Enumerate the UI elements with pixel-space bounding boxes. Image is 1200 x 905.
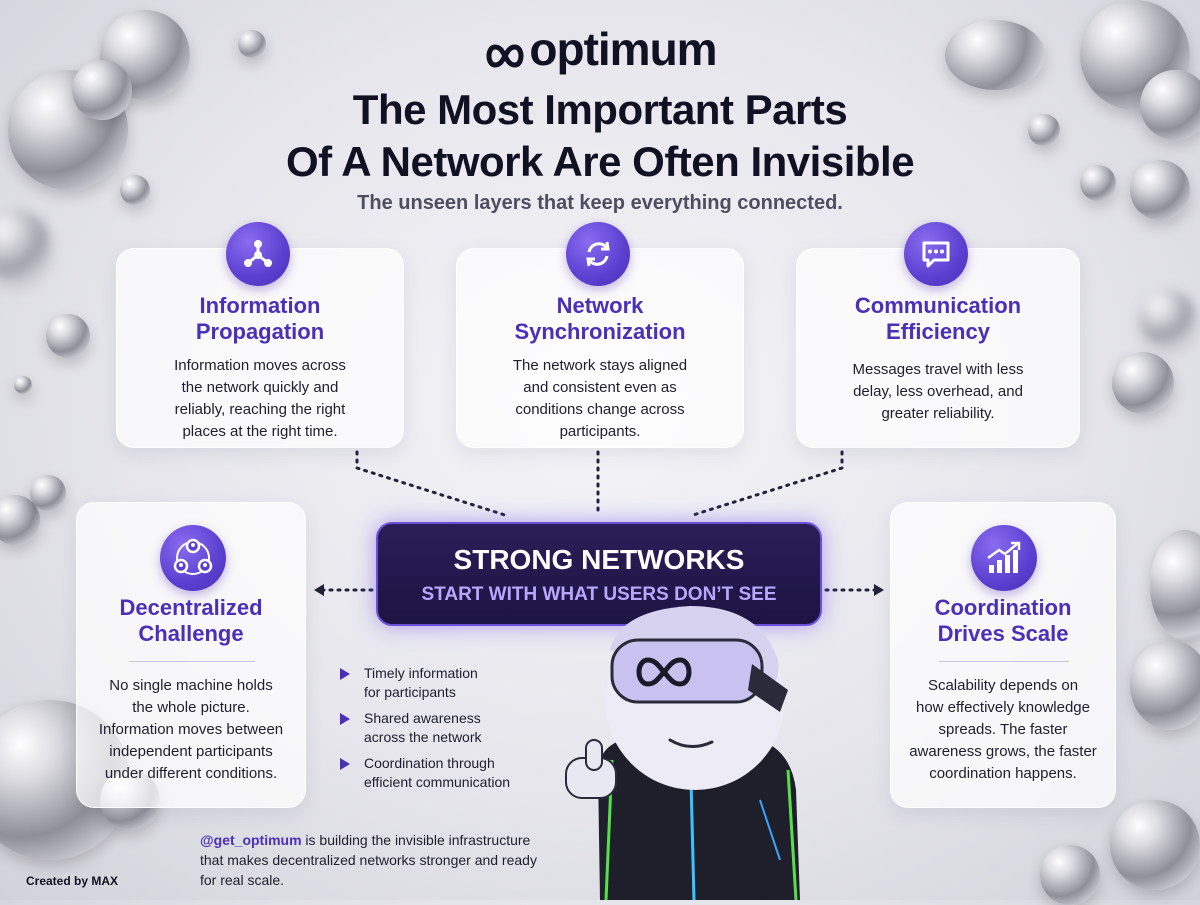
card-title-line: Decentralized <box>119 595 263 620</box>
page-title-line: The Most Important Parts <box>352 86 848 133</box>
card-title-line: Synchronization <box>514 319 686 344</box>
chrome-blob <box>120 175 150 205</box>
list-item-line: Shared awareness <box>364 710 481 726</box>
chrome-blob <box>1080 165 1116 201</box>
list-item: Shared awareness across the network <box>340 709 550 747</box>
sync-arrows-icon <box>566 222 630 286</box>
banner-headline: STRONG NETWORKS <box>453 544 745 575</box>
chrome-blob <box>1028 114 1060 146</box>
bullet-list: Timely information for participants Share… <box>340 664 550 799</box>
card-body-line: Scalability depends on <box>927 677 1079 694</box>
card-title-line: Communication <box>854 293 1022 318</box>
page-subtitle: The unseen layers that keep everything c… <box>357 192 843 214</box>
card-title: Information Propagation <box>117 293 403 345</box>
chrome-blob <box>1112 352 1174 414</box>
card-body: Messages travel with less delay, less ov… <box>797 359 1079 425</box>
chrome-blob <box>72 60 132 120</box>
card-body-line: Information moves across <box>174 357 346 374</box>
card-title-line: Challenge <box>138 621 244 646</box>
card-body-line: independent participants <box>109 743 273 760</box>
chrome-blob <box>238 30 266 58</box>
page-title: The Most Important Parts Of A Network Ar… <box>0 84 1200 188</box>
chrome-blob <box>1140 70 1200 140</box>
share-nodes-icon <box>226 222 290 286</box>
card-body-line: spreads. The faster <box>938 721 1068 738</box>
triangle-bullet-icon <box>340 668 350 680</box>
infinity-logo-icon <box>483 26 527 80</box>
chrome-blob <box>1150 530 1200 640</box>
chrome-blob <box>945 20 1045 90</box>
card-title-line: Propagation <box>195 319 325 344</box>
card-body-line: No single machine holds <box>109 677 273 694</box>
list-item-line: Timely information <box>364 665 478 681</box>
chrome-blob <box>1140 290 1195 345</box>
card-information-propagation: Information Propagation Information move… <box>116 248 404 448</box>
card-title: Communication Efficiency <box>797 293 1079 345</box>
card-body-line: greater reliability. <box>881 405 995 422</box>
card-body-line: conditions change across <box>515 401 685 418</box>
list-item-line: for participants <box>364 684 456 700</box>
card-body-line: the whole picture. <box>132 699 250 716</box>
card-title-line: Drives Scale <box>937 621 1069 646</box>
triangle-bullet-icon <box>340 758 350 770</box>
card-body-line: coordination happens. <box>929 765 1077 782</box>
creator-credit: Created by MAX <box>26 874 119 888</box>
list-item-line: Coordination through <box>364 755 495 771</box>
card-body-line: participants. <box>559 423 641 440</box>
card-body: No single machine holds the whole pictur… <box>77 675 305 785</box>
chrome-blob <box>1130 160 1190 220</box>
divider <box>129 661 255 662</box>
chrome-blob <box>46 314 90 358</box>
card-title: Decentralized Challenge <box>77 595 305 647</box>
card-body-line: awareness grows, the faster <box>909 743 1097 760</box>
card-body-line: Messages travel with less <box>852 361 1024 378</box>
triangle-bullet-icon <box>340 713 350 725</box>
card-body-line: reliably, reaching the right <box>174 401 346 418</box>
chrome-blob <box>14 376 32 394</box>
card-body: Information moves across the network qui… <box>117 355 403 443</box>
list-item: Timely information for participants <box>340 664 550 702</box>
chat-bubble-icon <box>904 222 968 286</box>
twitter-handle-link[interactable]: @get_optimum <box>200 832 302 848</box>
brand-name: optimum <box>529 23 717 75</box>
chrome-blob <box>30 475 66 511</box>
chrome-blob <box>1040 845 1100 905</box>
list-item-line: across the network <box>364 729 482 745</box>
page-title-line: Of A Network Are Often Invisible <box>285 138 915 185</box>
growth-chart-icon <box>971 525 1037 591</box>
card-body-line: delay, less overhead, and <box>853 383 1023 400</box>
footer-text: is building the invisible infrastructure… <box>200 832 537 888</box>
footer-statement: @get_optimum is building the invisible i… <box>200 830 540 890</box>
card-title-line: Coordination <box>934 595 1072 620</box>
center-banner: STRONG NETWORKS START WITH WHAT USERS DO… <box>376 522 822 626</box>
card-decentralized-challenge: Decentralized Challenge No single machin… <box>76 502 306 808</box>
chrome-blob <box>1130 640 1200 730</box>
card-body-line: Information moves between <box>98 721 284 738</box>
card-title-line: Efficiency <box>886 319 990 344</box>
card-body-line: under different conditions. <box>104 765 278 782</box>
card-coordination-drives-scale: Coordination Drives Scale Scalability de… <box>890 502 1116 808</box>
card-body-line: how effectively knowledge <box>916 699 1090 716</box>
card-title: Network Synchronization <box>457 293 743 345</box>
list-item: Coordination through efficient communicat… <box>340 754 550 792</box>
card-body-line: places at the right time. <box>182 423 338 440</box>
card-title: Coordination Drives Scale <box>891 595 1115 647</box>
brand-logo: optimum <box>0 22 1200 80</box>
banner-subheadline: START WITH WHAT USERS DON’T SEE <box>421 584 777 605</box>
card-title-line: Network <box>556 293 644 318</box>
divider <box>939 661 1069 662</box>
card-title-line: Information <box>199 293 321 318</box>
card-body: The network stays aligned and consistent… <box>457 355 743 443</box>
card-body-line: and consistent even as <box>523 379 677 396</box>
card-body-line: The network stays aligned <box>512 357 688 374</box>
chrome-blob <box>1110 800 1200 890</box>
card-body-line: the network quickly and <box>181 379 339 396</box>
people-network-icon <box>160 525 226 591</box>
list-item-line: efficient communication <box>364 774 511 790</box>
card-body: Scalability depends on how effectively k… <box>891 675 1115 785</box>
